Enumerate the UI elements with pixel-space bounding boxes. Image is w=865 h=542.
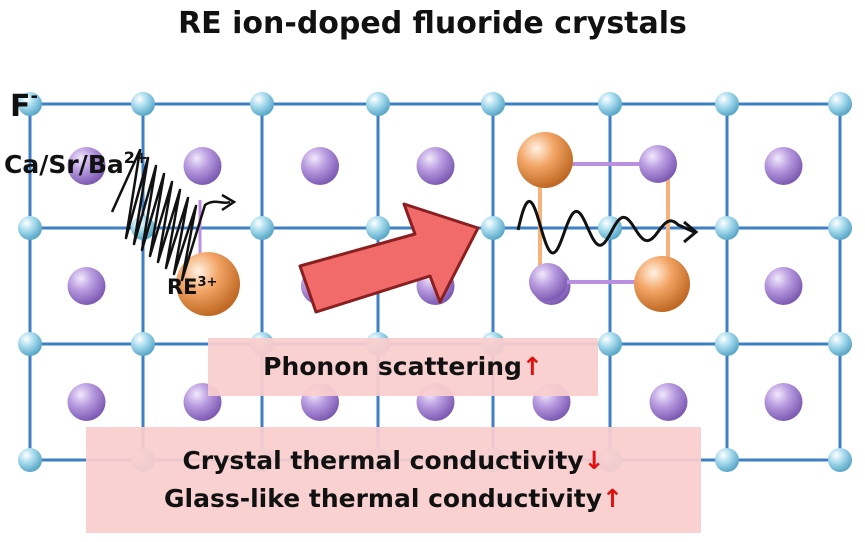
glass-conductivity-text: Glass-like thermal conductivity [164,484,603,513]
fluoride-symbol: F [10,89,31,124]
fluoride-atom [481,92,505,116]
fluoride-atom [250,216,274,240]
host-cation-label: Ca/Sr/Ba2+ [4,148,148,179]
thermal-conductivity-box: Crystal thermal conductivity↓ Glass-like… [86,427,701,533]
increase-arrow-icon: ↑ [602,484,623,513]
fluoride-ion-label: F- [10,86,38,124]
fluoride-atom [481,216,505,240]
fluoride-atom [598,332,622,356]
fluoride-atom [366,92,390,116]
wave-arrowhead-icon [221,193,237,212]
host-cation-charge: 2+ [123,148,149,167]
host-cation-atom [67,383,106,421]
fluoride-atom [828,216,852,240]
fluoride-atom [715,92,739,116]
glass-conductivity-line: Glass-like thermal conductivity↑ [164,480,623,518]
fluoride-atom [598,92,622,116]
increase-arrow-icon: ↑ [521,352,543,381]
phonon-scattering-text: Phonon scattering [263,352,522,381]
crystal-conductivity-text: Crystal thermal conductivity [182,446,584,475]
host-cation-atom [649,383,688,421]
rare-earth-atom [176,252,240,316]
fluoride-charge: - [30,86,38,107]
fluoride-atom [18,216,42,240]
host-cation-atom [416,147,455,185]
phonon-scattering-box: Phonon scattering↑ [208,338,598,396]
wave-arrowhead-icon [683,220,699,244]
page-title: RE ion-doped fluoride crystals [178,6,687,41]
phonon-wave-left [110,148,231,282]
fluoride-atom [18,332,42,356]
host-cation-symbols: Ca/Sr/Ba [4,150,124,179]
fluoride-atom [18,92,42,116]
crystal-conductivity-line: Crystal thermal conductivity↓ [182,442,604,480]
fluoride-atom [828,332,852,356]
fluoride-atom [366,216,390,240]
host-cation-atom [639,145,677,183]
host-cation-atom [67,267,106,305]
fluoride-atom [715,448,739,472]
fluoride-atom [828,92,852,116]
host-cation-atom [301,147,339,185]
fluoride-atom [18,448,42,472]
fluoride-atom [131,92,155,116]
diagram-overlays [110,148,699,316]
fluoride-atom [250,92,274,116]
host-cation-atom [67,147,106,185]
dopant-cluster [517,132,690,312]
rare-earth-atom [634,256,690,312]
host-cation-atom [183,147,222,185]
host-cation-atom [764,267,803,305]
fluoride-atom [715,216,739,240]
fluoride-atom [715,332,739,356]
host-cation-atom [529,263,567,301]
fluoride-atom [131,332,155,356]
phonon-scattering-line: Phonon scattering↑ [263,348,543,386]
transition-arrow-icon [298,202,480,314]
fluoride-atom [828,448,852,472]
rare-earth-charge: 3+ [197,275,218,290]
rare-earth-atom [517,132,573,188]
rare-earth-symbol: RE [167,275,198,299]
host-cation-atom [764,383,803,421]
phonon-wave-right [516,199,695,255]
decrease-arrow-icon: ↓ [583,446,605,475]
rare-earth-label: RE3+ [167,275,217,299]
host-cation-atom [764,147,803,185]
